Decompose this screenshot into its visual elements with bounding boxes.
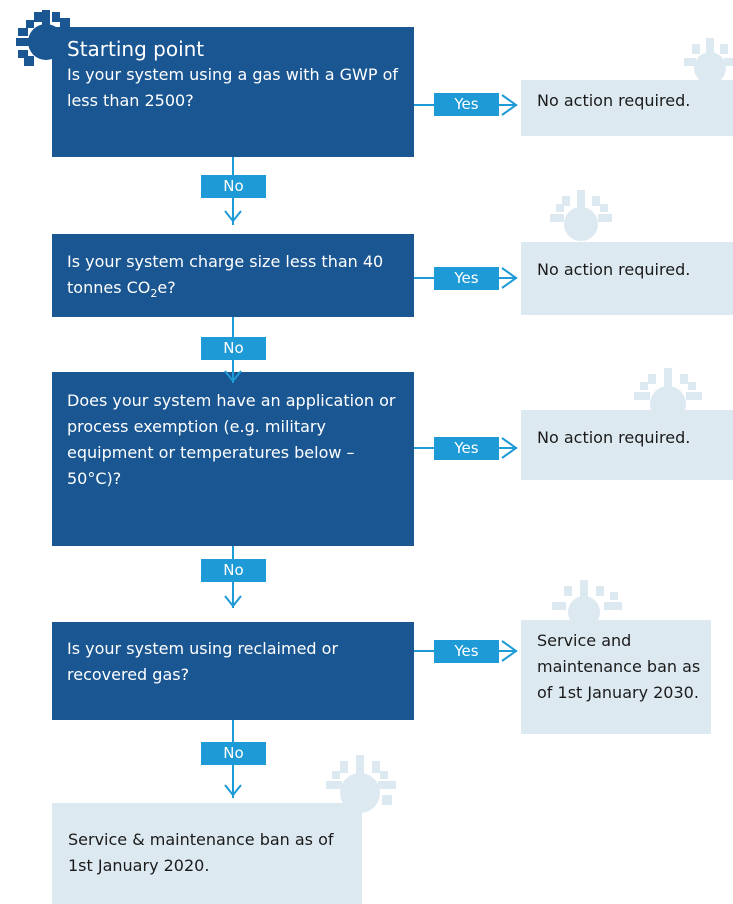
final-outcome-box: Service & maintenance ban as of 1st Janu…	[52, 803, 362, 904]
start-question-box: Starting point Is your system using a ga…	[52, 27, 414, 157]
question-box-4: Is your system using reclaimed or recove…	[52, 622, 414, 720]
yes-label: Yes	[434, 437, 499, 460]
yes-label: Yes	[434, 640, 499, 663]
outcome-box-2: No action required.	[521, 242, 733, 315]
outcome-text: No action required.	[537, 428, 691, 447]
no-label: No	[201, 175, 266, 198]
question-box-3: Does your system have an application or …	[52, 372, 414, 546]
yes-label: Yes	[434, 93, 499, 116]
question-text: Is your system charge size less than 40 …	[67, 252, 384, 301]
question-text: Is your system using reclaimed or recove…	[67, 639, 339, 684]
snowflake-icon	[684, 38, 733, 84]
snowflake-icon	[552, 580, 622, 628]
start-title: Starting point	[67, 37, 205, 61]
outcome-box-3: No action required.	[521, 410, 733, 480]
outcome-text: No action required.	[537, 91, 691, 110]
chevron-arrow-icon	[501, 94, 518, 116]
chevron-arrow-icon	[224, 370, 242, 383]
chevron-arrow-icon	[501, 437, 518, 459]
outcome-text: Service and maintenance ban as of 1st Ja…	[537, 631, 701, 702]
chevron-arrow-icon	[224, 784, 242, 797]
outcome-text: Service & maintenance ban as of 1st Janu…	[68, 830, 334, 875]
outcome-box-1: No action required.	[521, 80, 733, 136]
no-label: No	[201, 559, 266, 582]
question-box-2: Is your system charge size less than 40 …	[52, 234, 414, 317]
chevron-arrow-icon	[224, 595, 242, 608]
chevron-arrow-icon	[501, 640, 518, 662]
outcome-box-4: Service and maintenance ban as of 1st Ja…	[521, 620, 711, 734]
chevron-arrow-icon	[501, 267, 518, 289]
outcome-text: No action required.	[537, 260, 691, 279]
chevron-arrow-icon	[224, 210, 242, 223]
yes-label: Yes	[434, 267, 499, 290]
question-text: Is your system using a gas with a GWP of…	[67, 65, 399, 110]
snowflake-icon	[550, 190, 612, 241]
no-label: No	[201, 742, 266, 765]
no-label: No	[201, 337, 266, 360]
question-text: Does your system have an application or …	[67, 391, 396, 488]
